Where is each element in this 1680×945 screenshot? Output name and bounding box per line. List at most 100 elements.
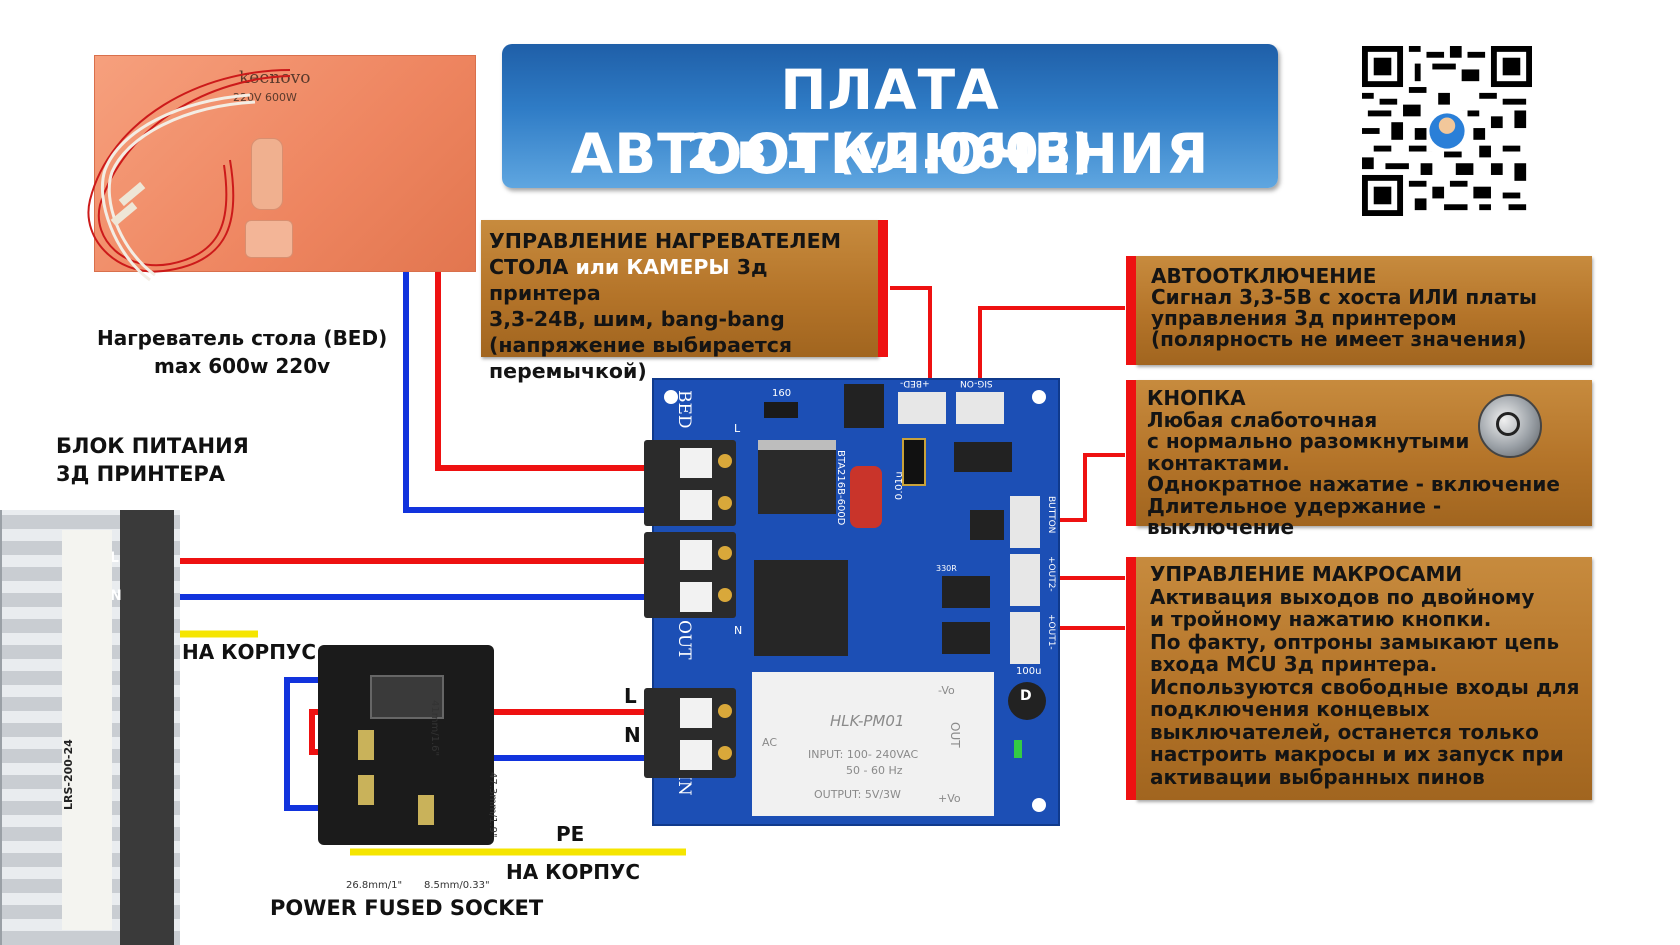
socket-pin-3 [418,795,434,825]
socket-fuse [370,675,444,719]
heater-note-l3: 3,3-24В, шим, bang-bang [489,307,785,331]
hlk-vplus: +Vo [938,792,961,805]
socket-dim-h: 41mm/1.6" [429,700,440,757]
heater-thermistor [251,138,283,210]
macro-note-redbar [1126,557,1136,800]
triac [758,440,836,514]
conn-out2-label: +OUT2- [1046,556,1056,592]
mount-hole-tl [664,390,678,404]
hlk-module: AC OUT -Vo +Vo HLK-PM01 INPUT: 100- 240V… [752,672,994,816]
terminal-screw-2 [680,490,712,520]
macro-note-l8: выключателей, останется только [1150,719,1539,744]
optocoupler-1 [954,442,1012,472]
socket-dim-w: 26.8mm/1" [346,880,403,891]
mount-hole-br [1032,798,1046,812]
button-note-redbar [1126,380,1136,526]
conn-out1-label: +OUT1- [1046,614,1056,650]
socket-pin-1 [358,730,374,760]
heater-note-l2a: СТОЛА [489,255,576,279]
terminal-nut-5 [718,704,732,718]
autooff-note-l3: управления 3д принтером [1151,306,1457,330]
autooff-note-l4: (полярность не имеет значения) [1151,327,1527,351]
macro-note-l3: и тройному нажатию кнопки. [1150,607,1492,631]
title-line-2: 2 в 1 (v2.0603) [686,124,1094,180]
terminal-nut-4 [718,588,732,602]
pcb-l-label: L [734,422,741,435]
macro-note-l6: Используются свободные входы для [1150,674,1580,699]
socket-dim-h2: 47.3mm/1.9" [487,772,498,838]
line-label-n: N [624,723,641,747]
terminal-screw-5 [680,698,712,728]
terminal-nut-1 [718,454,732,468]
conn-out1[interactable] [1010,612,1040,664]
macro-note-l2: Активация выходов по двойному [1150,584,1535,609]
title-banner: ПЛАТА АВТООТКЛЮЧЕНИЯ 2 в 1 (v2.0603) [502,44,1278,188]
note-autooff: АВТООТКЛЮЧЕНИЕ Сигнал 3,3-5В с хоста ИЛИ… [1136,256,1592,365]
terminal-screw-1 [680,448,712,478]
psu-label [62,530,112,930]
note-macro: УПРАВЛЕНИЕ МАКРОСАМИ Активация выходов п… [1136,557,1592,800]
psu-body: L N LRS-200-24 [0,510,180,945]
cap-letter: D [1020,688,1032,704]
button-note-l1: КНОПКА [1147,386,1246,410]
ic-top [844,384,884,428]
heater-note-l2c: 3д принтера [489,255,768,305]
line-label-l: L [624,684,637,708]
macro-note-l7: подключения концевых [1150,697,1430,721]
hlk-ac: AC [762,736,778,749]
terminal-nut-3 [718,546,732,560]
button-note-l4: контактами. [1147,450,1290,475]
macro-note-l9: настроить макросы и их запуск при [1150,742,1564,766]
terminal-screw-6 [680,740,712,770]
push-button-ring-icon [1496,412,1520,436]
bed-wire-red [435,270,680,471]
pcb-n-label: N [734,624,743,637]
autooff-note-l1: АВТООТКЛЮЧЕНИЕ [1151,264,1377,288]
power-socket [318,645,494,845]
terminal-screw-4 [680,582,712,612]
psu-terminal-n: N [110,588,122,604]
heater-note-redbar [878,220,888,357]
psu-ground-label: НА КОРПУС [182,640,317,664]
heater-pad: keenovo 220V 600W [94,55,476,272]
qr-code[interactable] [1362,46,1532,216]
cap-100u-label: 100u [1016,666,1042,677]
conn-bed[interactable] [898,392,946,424]
note-heater-control: УПРАВЛЕНИЕ НАГРЕВАТЕЛЕМ СТОЛА или КАМЕРЫ… [481,220,878,383]
conn-sig[interactable] [956,392,1004,424]
button-note-l3: с нормально разомкнутыми [1147,429,1470,453]
macro-note-l1: УПРАВЛЕНИЕ МАКРОСАМИ [1150,562,1463,586]
terminal-screw-3 [680,540,712,570]
button-leader [1058,453,1125,522]
hlk-vminus: -Vo [938,684,955,697]
hlk-name: HLK-PM01 [830,712,905,730]
hlk-hz: 50 - 60 Hz [846,764,903,777]
conn-button-label: BUTTON [1046,496,1056,534]
psu-model: LRS-200-24 [62,739,75,810]
autooff-note-redbar [1126,256,1136,365]
pcb-board: BED OUT IN L N 160 BTA216B-600D 0.01u +B… [644,378,1060,826]
heater-note-l5: перемычкой) [489,359,647,383]
optocoupler-2 [970,510,1004,540]
heater-note-l1: УПРАВЛЕНИЕ НАГРЕВАТЕЛЕМ [489,229,841,253]
button-note-l2: Любая слаботочная [1147,407,1378,432]
r330-label: 330R [936,564,957,573]
conn-out2[interactable] [1010,554,1040,606]
ic-main [754,560,848,656]
autooff-note-l2: Сигнал 3,3-5В с хоста ИЛИ платы [1151,285,1537,309]
hlk-out: OUT [948,722,962,748]
electrolytic-cap [1008,682,1046,720]
conn-bed-label: +BED- [900,378,930,388]
pcb-out-label: OUT [674,620,694,660]
socket-caption: POWER FUSED SOCKET [270,896,544,920]
resistor-160-label: 160 [772,388,792,399]
psu-terminal-l: L [110,550,119,566]
note-button: КНОПКА Любая слаботочная с нормально раз… [1136,380,1592,538]
button-note-l6: Длительное удержание - выключение [1147,493,1442,539]
conn-button[interactable] [1010,496,1040,548]
heater-note-l2b: или КАМЕРЫ [575,255,730,279]
psu-terminals [120,510,174,945]
socket-dim-d: 8.5mm/0.33" [424,880,490,891]
heater-note-l4: (напряжение выбирается [489,333,793,357]
psu-caption-line-1: БЛОК ПИТАНИЯ [56,434,249,458]
